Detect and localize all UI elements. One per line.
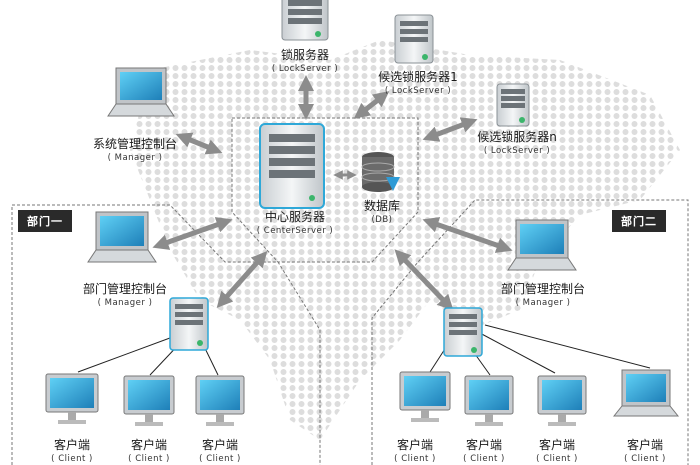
client-monitor-icon xyxy=(464,375,514,426)
client-subtitle: ( Client ) xyxy=(463,453,505,464)
client-monitor-icon xyxy=(45,373,99,424)
candidate-lock-server-n-icon xyxy=(496,83,530,127)
client-label: 客户端 ( Client ) xyxy=(185,438,255,465)
dept2-server-icon xyxy=(443,307,483,357)
candidate-lock-1-subtitle: ( LockServer ) xyxy=(384,85,452,96)
client-subtitle: ( Client ) xyxy=(394,453,436,464)
lock-server-label: 锁服务器 ( LockServer ) xyxy=(255,48,355,75)
system-console-subtitle: ( Manager ) xyxy=(107,152,163,163)
candidate-lock-n-title: 候选锁服务器n xyxy=(477,130,557,144)
lock-server-title: 锁服务器 xyxy=(280,48,329,62)
dept1-server-icon xyxy=(169,297,209,351)
client-title: 客户端 xyxy=(465,438,502,452)
dept1-console-laptop-icon xyxy=(87,211,157,263)
arrow-dept1console-center xyxy=(152,217,233,250)
center-server-title: 中心服务器 xyxy=(264,210,325,224)
candidate-lock-server-1-icon xyxy=(394,14,434,64)
candidate-lock-1-title: 候选锁服务器1 xyxy=(378,70,458,84)
arrow-dept2console-center xyxy=(422,217,513,253)
dept1-console-subtitle: ( Manager ) xyxy=(97,297,153,308)
arrow-dept2server-center xyxy=(394,249,454,311)
center-server-icon xyxy=(259,123,325,209)
arrow-candidate1-center xyxy=(353,91,390,119)
client-title: 客户端 xyxy=(626,438,663,452)
center-server-label: 中心服务器 ( CenterServer ) xyxy=(240,210,350,237)
dept2-console-laptop-icon xyxy=(507,219,577,271)
candidate-lock-1-label: 候选锁服务器1 ( LockServer ) xyxy=(363,70,473,97)
client-monitor-icon xyxy=(537,375,587,426)
client-subtitle: ( Client ) xyxy=(536,453,578,464)
center-server-subtitle: ( CenterServer ) xyxy=(256,225,334,236)
client-monitor-icon xyxy=(399,371,451,422)
client-label: 客户端 ( Client ) xyxy=(114,438,184,465)
dept2-console-subtitle: ( Manager ) xyxy=(515,297,571,308)
system-console-title: 系统管理控制台 xyxy=(92,137,177,151)
candidate-lock-n-label: 候选锁服务器n ( LockServer ) xyxy=(462,130,572,157)
client-title: 客户端 xyxy=(53,438,90,452)
client-label: 客户端 ( Client ) xyxy=(449,438,519,465)
dept2-tag: 部门二 xyxy=(612,210,666,232)
client-subtitle: ( Client ) xyxy=(624,453,666,464)
lock-server-subtitle: ( LockServer ) xyxy=(271,63,339,74)
client-label: 客户端 ( Client ) xyxy=(610,438,680,465)
client-title: 客户端 xyxy=(396,438,433,452)
system-console-label: 系统管理控制台 ( Manager ) xyxy=(80,137,190,164)
dept1-tag: 部门一 xyxy=(18,210,72,232)
client-monitor-icon xyxy=(123,375,175,426)
system-console-laptop-icon xyxy=(107,67,175,117)
candidate-lock-n-subtitle: ( LockServer ) xyxy=(483,145,551,156)
arrow-dept1server-center xyxy=(216,251,268,308)
lock-server-icon xyxy=(281,0,329,41)
database-icon xyxy=(361,152,400,192)
client-title: 客户端 xyxy=(201,438,238,452)
arrow-sysconsole-center xyxy=(175,132,223,155)
client-title: 客户端 xyxy=(538,438,575,452)
client-monitor-icon xyxy=(195,375,245,426)
client-title: 客户端 xyxy=(130,438,167,452)
client-laptop-icon xyxy=(612,369,680,417)
dept2-console-label: 部门管理控制台 ( Manager ) xyxy=(488,282,598,309)
client-subtitle: ( Client ) xyxy=(51,453,93,464)
database-title: 数据库 xyxy=(363,199,400,213)
client-label: 客户端 ( Client ) xyxy=(380,438,450,465)
dept1-console-title: 部门管理控制台 xyxy=(82,282,167,296)
connection-arrows xyxy=(152,74,513,311)
client-label: 客户端 ( Client ) xyxy=(522,438,592,465)
database-label: 数据库 (DB) xyxy=(352,199,412,226)
client-subtitle: ( Client ) xyxy=(128,453,170,464)
arrow-candidaten-center xyxy=(422,117,478,142)
client-label: 客户端 ( Client ) xyxy=(37,438,107,465)
dept1-console-label: 部门管理控制台 ( Manager ) xyxy=(70,282,180,309)
client-subtitle: ( Client ) xyxy=(199,453,241,464)
dept2-console-title: 部门管理控制台 xyxy=(500,282,585,296)
database-subtitle: (DB) xyxy=(371,214,393,225)
center-zone-outline xyxy=(231,117,419,263)
